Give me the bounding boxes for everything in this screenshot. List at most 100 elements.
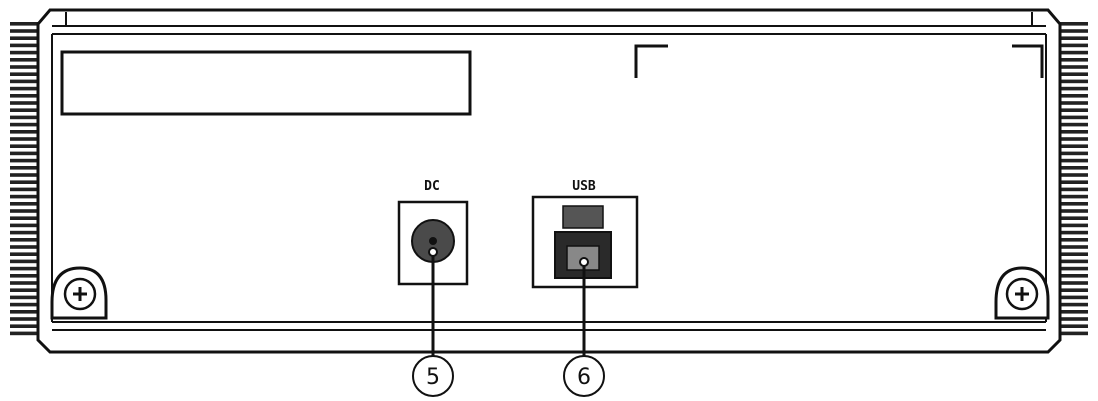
fin: [1058, 331, 1088, 336]
callout-circle: [563, 355, 605, 397]
fin: [10, 79, 40, 84]
dc-port-label: DC: [424, 179, 440, 194]
fin: [1058, 22, 1088, 26]
fin: [1058, 43, 1088, 48]
fin: [1058, 324, 1088, 328]
fin: [10, 324, 40, 328]
fin: [10, 94, 40, 98]
fin: [10, 317, 40, 321]
fin: [10, 274, 40, 278]
fin: [1058, 151, 1088, 156]
fin: [10, 266, 40, 271]
fin: [1058, 36, 1088, 40]
callout-5: 5: [412, 355, 454, 397]
fin: [10, 281, 40, 285]
fin: [10, 230, 40, 235]
callout-number: 6: [577, 365, 591, 390]
usb-connector-top: [562, 205, 604, 229]
fin: [10, 86, 40, 91]
fin: [10, 65, 40, 69]
fin: [1058, 58, 1088, 62]
fin: [1058, 50, 1088, 55]
usb-port-label: USB: [572, 179, 596, 194]
fin: [1058, 230, 1088, 235]
fin: [1058, 94, 1088, 98]
fin: [10, 238, 40, 242]
callout-number: 5: [426, 365, 440, 390]
fin: [1058, 137, 1088, 141]
fin: [10, 302, 40, 307]
usb-port: USB: [531, 179, 639, 289]
callout-leader-ends: [428, 247, 589, 267]
fin: [10, 259, 40, 264]
fin: [1058, 158, 1088, 163]
fin: [10, 130, 40, 134]
fin: [10, 202, 40, 206]
fin: [10, 122, 40, 127]
fin: [10, 180, 40, 184]
fin: [10, 72, 40, 76]
right-screw-mount: [994, 266, 1050, 320]
fin: [1058, 194, 1088, 199]
fin: [1058, 274, 1088, 278]
fin: [10, 137, 40, 141]
fin: [10, 310, 40, 314]
fin: [1058, 216, 1088, 220]
label-area: [60, 50, 472, 116]
fin: [10, 158, 40, 163]
fin: [10, 209, 40, 213]
fin: [1058, 144, 1088, 148]
fin: [10, 252, 40, 256]
fin: [1058, 252, 1088, 256]
fin: [10, 115, 40, 120]
fin: [10, 151, 40, 156]
left-screw-mount: [50, 266, 108, 320]
fin: [10, 144, 40, 148]
fin: [1058, 180, 1088, 184]
fin: [10, 108, 40, 112]
fin: [1058, 302, 1088, 307]
fin: [10, 216, 40, 220]
right-cooling-fins: [1058, 22, 1088, 336]
fin: [10, 29, 40, 33]
fin: [10, 50, 40, 55]
fin: [1058, 166, 1088, 170]
callout-leaders: [431, 250, 586, 356]
fin: [1058, 238, 1088, 242]
fin: [1058, 173, 1088, 177]
fin: [1058, 29, 1088, 33]
fin: [10, 194, 40, 199]
fin: [1058, 122, 1088, 127]
fin: [1058, 266, 1088, 271]
fin: [10, 173, 40, 177]
callout-circle: [412, 355, 454, 397]
dc-jack-pin: [429, 237, 437, 245]
fin: [1058, 245, 1088, 249]
fin: [1058, 130, 1088, 134]
fin: [1058, 281, 1088, 285]
fin: [10, 223, 40, 228]
chassis: [36, 8, 1062, 354]
fin: [10, 295, 40, 300]
fin: [1058, 295, 1088, 300]
fin: [1058, 72, 1088, 76]
fin: [1058, 310, 1088, 314]
fin: [1058, 108, 1088, 112]
fin: [1058, 65, 1088, 69]
fin: [10, 36, 40, 40]
fin: [10, 101, 40, 105]
callout-6: 6: [563, 355, 605, 397]
fin: [10, 331, 40, 336]
fin: [1058, 79, 1088, 84]
fin: [10, 22, 40, 26]
fin: [10, 245, 40, 249]
corner-brackets: [634, 44, 1044, 78]
fin: [1058, 288, 1088, 292]
fin: [10, 187, 40, 192]
left-cooling-fins: [10, 22, 40, 336]
fin: [10, 166, 40, 170]
fin: [1058, 317, 1088, 321]
fin: [1058, 223, 1088, 228]
fin: [1058, 101, 1088, 105]
fin: [10, 58, 40, 62]
